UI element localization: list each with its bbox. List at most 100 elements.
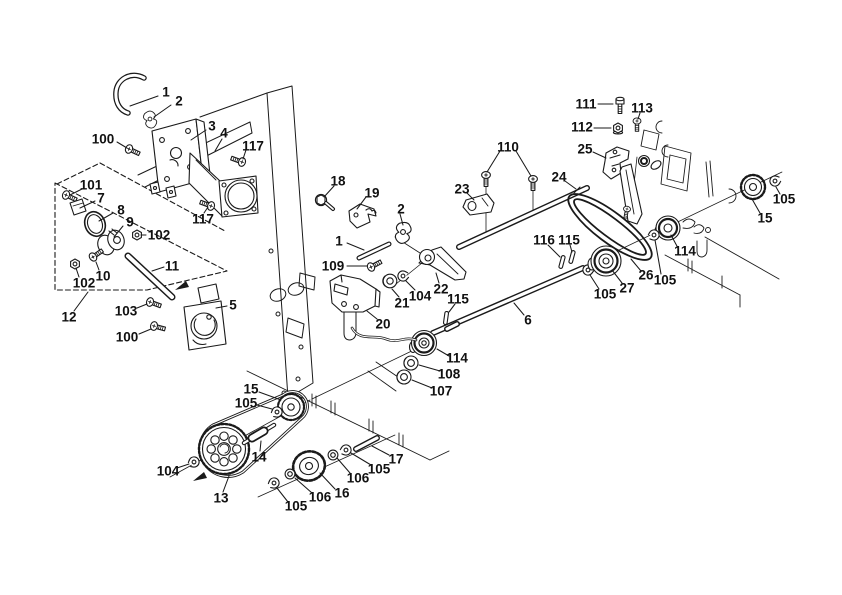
nut-102 xyxy=(70,258,80,270)
callout-leader xyxy=(751,198,761,214)
callout-label: 105 xyxy=(235,396,258,411)
callout-leader xyxy=(259,440,262,452)
callout-label: 14 xyxy=(251,450,267,465)
callout-label: 100 xyxy=(92,132,115,147)
callout-leader xyxy=(569,244,573,253)
callout-label: 6 xyxy=(524,313,532,328)
callout-leader xyxy=(356,196,367,210)
callout-leader xyxy=(637,112,641,120)
callout-label: 16 xyxy=(334,486,350,501)
callout-leader xyxy=(242,149,247,160)
lever-part-22 xyxy=(418,246,467,281)
callout-label: 102 xyxy=(148,228,171,243)
shaft-part-11 xyxy=(124,252,176,301)
motor-part-4 xyxy=(188,152,259,218)
callout-label: 102 xyxy=(73,276,96,291)
bolt-111 xyxy=(615,96,625,115)
callout-label: 116 xyxy=(533,233,555,248)
callout-leader xyxy=(399,213,404,226)
callout-leader xyxy=(418,364,441,372)
callout-leader xyxy=(294,477,313,494)
callout-label: 105 xyxy=(285,499,308,514)
callout-leader xyxy=(435,272,440,284)
callout-leader xyxy=(222,475,230,493)
callout-leader xyxy=(611,269,623,284)
callout-leader xyxy=(75,267,80,278)
callout-label: 105 xyxy=(773,192,796,207)
callout-label: 20 xyxy=(375,317,390,332)
callout-leader xyxy=(79,200,96,209)
nut-102 xyxy=(132,229,142,241)
rod-part-1 xyxy=(356,241,392,261)
callout-leader xyxy=(256,404,273,410)
tensioner-roller xyxy=(637,154,662,170)
arrow-icon xyxy=(193,472,207,481)
callout-leader xyxy=(95,261,100,271)
callout-label: 3 xyxy=(208,119,216,134)
callout-label: 5 xyxy=(229,298,237,313)
bushing-part-107 xyxy=(396,369,412,385)
callout-leader xyxy=(391,288,400,298)
callout-label: 117 xyxy=(192,212,214,227)
callout-label: 113 xyxy=(631,101,653,116)
callout-label: 106 xyxy=(309,490,332,505)
callout-leader xyxy=(350,452,372,466)
plate-part-5 xyxy=(183,283,227,351)
callout-label: 11 xyxy=(165,259,180,274)
callout-leader xyxy=(547,244,561,258)
frame-slot xyxy=(343,305,357,341)
ring-part-8 xyxy=(83,210,107,238)
bracket-part-20 xyxy=(329,274,381,313)
callout-leader xyxy=(116,141,128,149)
callout-label: 105 xyxy=(654,273,677,288)
callout-leader xyxy=(215,305,228,309)
callout-label: 115 xyxy=(447,292,469,307)
callout-leader xyxy=(513,302,525,316)
callout-label: 112 xyxy=(571,120,593,135)
callout-leader xyxy=(113,225,124,238)
callout-leader xyxy=(654,239,662,275)
callout-label: 7 xyxy=(97,191,105,206)
callout-label: 2 xyxy=(175,94,183,109)
callout-label: 12 xyxy=(61,310,76,325)
callout-leader xyxy=(486,150,501,173)
washer-106 xyxy=(284,468,296,480)
callout-leader xyxy=(466,192,475,201)
callout-leader xyxy=(258,391,282,401)
callout-leader xyxy=(69,188,83,196)
callout-label: 17 xyxy=(388,452,403,467)
belt-part-26 xyxy=(567,193,653,261)
washer-106 xyxy=(327,449,339,461)
callout-label: 9 xyxy=(126,215,134,230)
callout-label: 108 xyxy=(438,367,461,382)
callout-leader xyxy=(153,104,172,118)
pin-part-17 xyxy=(353,435,380,452)
callout-leader xyxy=(276,487,289,503)
plate-part-7 xyxy=(69,198,87,216)
callout-leader xyxy=(411,379,433,389)
callout-label: 104 xyxy=(157,464,180,479)
callout-leader xyxy=(775,186,781,195)
tensioner-arm xyxy=(619,163,643,225)
callout-label: 21 xyxy=(394,296,410,311)
pulley-part-114 xyxy=(654,215,681,241)
callout-label: 117 xyxy=(242,139,264,154)
callout-leader xyxy=(630,258,642,272)
callout-leader xyxy=(136,303,148,309)
frame-linework xyxy=(137,85,357,399)
bushing-part-21 xyxy=(382,273,398,289)
callout-leader xyxy=(592,151,607,159)
dashed-boundary-12 xyxy=(54,162,228,291)
callout-label: 105 xyxy=(368,462,391,477)
callout-leader xyxy=(129,95,159,107)
shaft-part-6 xyxy=(430,265,586,336)
callout-label: 114 xyxy=(674,244,696,259)
bracket-part-25 xyxy=(602,146,630,180)
callout-label: 25 xyxy=(577,142,593,157)
callout-label: 101 xyxy=(80,178,103,193)
callout-leader xyxy=(203,206,209,214)
bushing-part-108 xyxy=(403,355,419,371)
clamp-part-23 xyxy=(462,193,495,216)
